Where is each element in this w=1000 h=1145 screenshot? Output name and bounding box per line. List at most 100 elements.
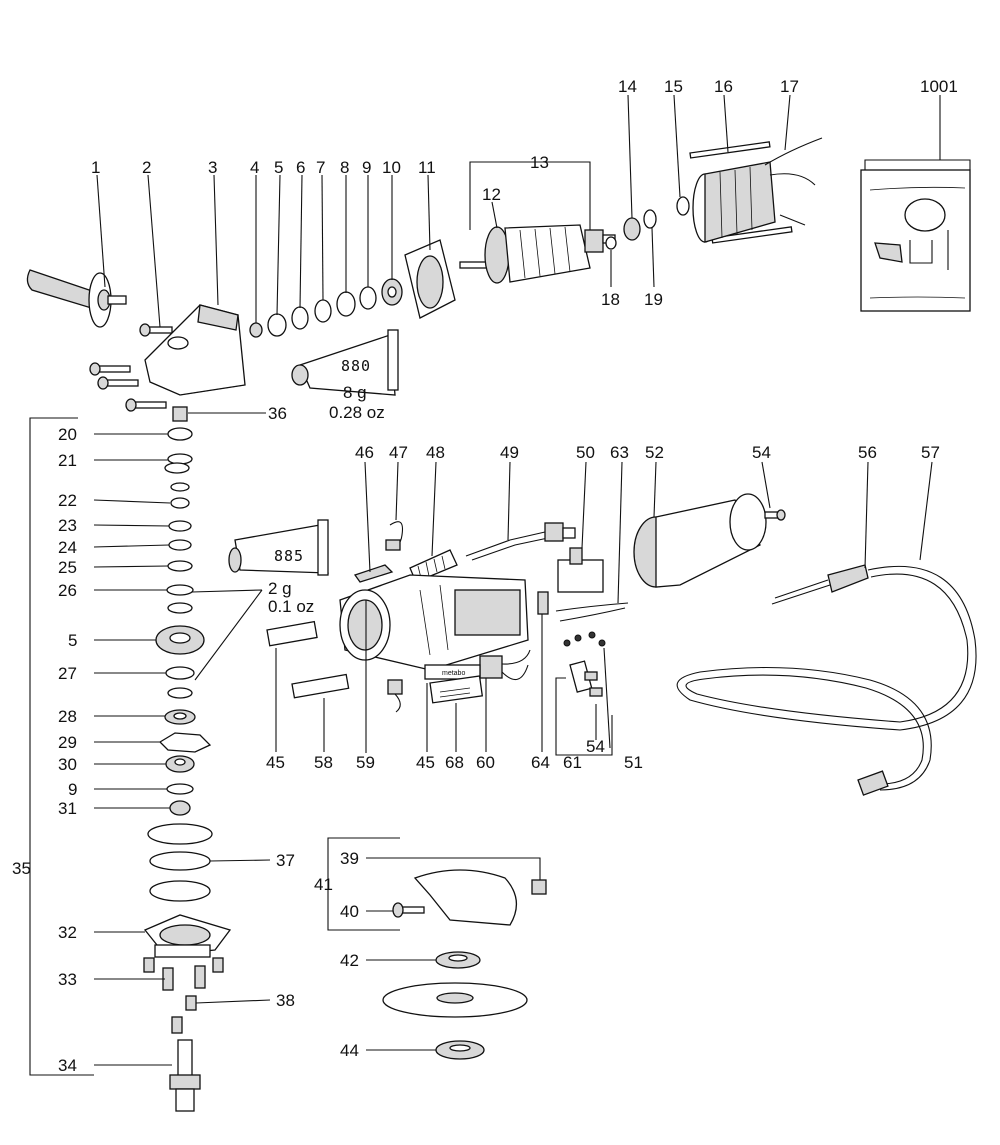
callout-27: 27 — [58, 664, 77, 683]
callout-30: 30 — [58, 755, 77, 774]
brand-plate: metabo — [424, 664, 481, 680]
callout-54: 54 — [752, 443, 771, 462]
callout-11: 11 — [418, 158, 436, 177]
part-clamping-flange — [435, 951, 481, 969]
tube-label-885: 885 — [274, 547, 304, 565]
part-terminal-clamp — [563, 631, 606, 697]
callout-2: 2 — [142, 158, 151, 177]
callout-46: 46 — [355, 443, 374, 462]
callout-50: 50 — [576, 443, 595, 462]
tube-label-880: 880 — [341, 357, 371, 375]
part-side-handle — [26, 269, 127, 328]
callout-13: 13 — [530, 153, 549, 172]
part-locking-nut — [435, 1040, 485, 1060]
part-housing-screws — [89, 362, 167, 412]
part-grinding-disc — [382, 982, 528, 1018]
callout-45: 45 — [266, 753, 285, 772]
callout-3: 3 — [208, 158, 217, 177]
callout-23: 23 — [58, 516, 77, 535]
part-brush-holder — [387, 679, 403, 713]
grease-weight-oz-885: 0.1 oz — [268, 597, 314, 616]
callout-6: 6 — [296, 158, 305, 177]
callout-17: 17 — [780, 77, 799, 96]
callout-1: 1 — [91, 158, 100, 177]
part-field-coil — [689, 137, 823, 244]
callout-12: 12 — [482, 185, 501, 204]
part-armature-bearings — [605, 196, 690, 250]
leader-lines — [29, 94, 971, 1076]
callout-26: 26 — [58, 581, 77, 600]
callout-24: 24 — [58, 538, 77, 557]
part-switch — [537, 547, 629, 622]
callout-21: 21 — [58, 451, 77, 470]
part-motor-small-parts — [353, 521, 458, 583]
callout-19: 19 — [644, 290, 663, 309]
callout-59: 59 — [356, 753, 375, 772]
grease-weight-g-885: 2 g — [268, 579, 292, 598]
callout-numbers: 1 2 3 4 5 6 7 8 9 10 11 12 13 14 15 16 1… — [12, 77, 958, 1075]
part-power-cord — [676, 564, 977, 796]
callout-40: 40 — [340, 902, 359, 921]
callout-41: 41 — [314, 875, 333, 894]
callout-47: 47 — [389, 443, 408, 462]
part-motor-housing — [339, 574, 529, 671]
part-labels-45-58 — [266, 620, 350, 699]
callout-51: 51 — [624, 753, 643, 772]
callout-34: 34 — [58, 1056, 77, 1075]
callout-63: 63 — [610, 443, 629, 462]
callout-37: 37 — [276, 851, 295, 870]
callout-36: 36 — [268, 404, 287, 423]
callout-54-lower: 54 — [586, 737, 605, 756]
callout-1001: 1001 — [920, 77, 958, 96]
part-flange — [143, 914, 232, 958]
part-gear-stack — [147, 406, 213, 902]
grease-tube-885: 885 — [228, 519, 329, 576]
part-flange-screws — [143, 957, 224, 1011]
callout-31: 31 — [58, 799, 77, 818]
callout-25: 25 — [58, 558, 77, 577]
callout-14: 14 — [618, 77, 637, 96]
brand-plate-text: metabo — [442, 670, 465, 677]
part-spindle — [169, 1016, 201, 1112]
callout-60: 60 — [476, 753, 495, 772]
grease-weight-g-880: 8 g — [343, 383, 367, 402]
callout-18: 18 — [601, 290, 620, 309]
callout-39: 39 — [340, 849, 359, 868]
callout-28: 28 — [58, 707, 77, 726]
callout-48: 48 — [426, 443, 445, 462]
callout-5-lower: 5 — [68, 631, 77, 650]
callout-42: 42 — [340, 951, 359, 970]
part-cable-49 — [465, 522, 576, 561]
part-motor-cover — [633, 493, 767, 588]
callout-49: 49 — [500, 443, 519, 462]
callout-52: 52 — [645, 443, 664, 462]
callout-22: 22 — [58, 491, 77, 510]
part-wheel-guard — [392, 869, 547, 926]
callout-56: 56 — [858, 443, 877, 462]
grease-tube-880: 880 — [291, 329, 399, 396]
callout-9: 9 — [362, 158, 371, 177]
callout-29: 29 — [58, 733, 77, 752]
callout-57: 57 — [921, 443, 940, 462]
part-screw-54 — [764, 509, 786, 521]
callout-4: 4 — [250, 158, 259, 177]
callout-58: 58 — [314, 753, 333, 772]
callout-61: 61 — [563, 753, 582, 772]
callout-5: 5 — [274, 158, 283, 177]
callout-15: 15 — [664, 77, 683, 96]
part-warning-label-68 — [429, 675, 484, 704]
callout-32: 32 — [58, 923, 77, 942]
callout-33: 33 — [58, 970, 77, 989]
callout-8: 8 — [340, 158, 349, 177]
grease-weight-oz-880: 0.28 oz — [329, 403, 385, 422]
callout-10: 10 — [382, 158, 401, 177]
callout-35: 35 — [12, 859, 31, 878]
callout-9-lower: 9 — [68, 780, 77, 799]
callout-45-plate: 45 — [416, 753, 435, 772]
part-armature — [459, 224, 616, 284]
callout-68: 68 — [445, 753, 464, 772]
inset-1001-box — [860, 169, 971, 312]
callout-44: 44 — [340, 1041, 359, 1060]
